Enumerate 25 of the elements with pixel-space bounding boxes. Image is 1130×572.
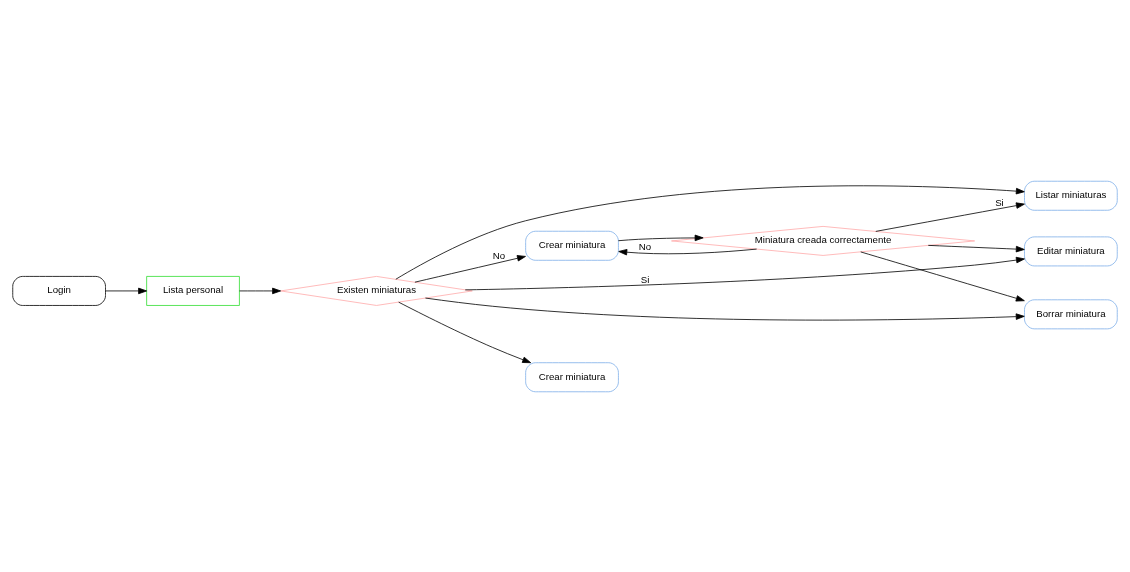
node-box: Listar miniaturas [1024,180,1118,211]
node-box: Crear miniatura [525,361,619,392]
node-box: Login [12,275,106,306]
node-box: Lista personal [146,275,240,306]
edge-label: No [638,240,652,252]
edge-label: Si [995,196,1004,208]
node-diamond: Miniatura creada correctamente [671,225,976,256]
arrow [395,184,1025,280]
arrow [425,297,1025,320]
edge-label: Si [640,273,650,285]
arrow [105,287,148,294]
node-box: Crear miniatura [525,230,619,261]
arrow [927,244,1025,252]
arrow [875,201,1025,232]
arrow [860,251,1025,301]
arrow [618,234,704,241]
arrow [618,248,757,255]
arrow [398,301,532,363]
node-box: Borrar miniatura [1024,298,1118,329]
node-box: Editar miniatura [1024,236,1118,266]
arrow [239,287,282,294]
arrow [414,254,526,283]
edge-label: No [492,249,506,261]
arrow [464,256,1025,290]
node-diamond: Existen miniaturas [280,275,473,306]
